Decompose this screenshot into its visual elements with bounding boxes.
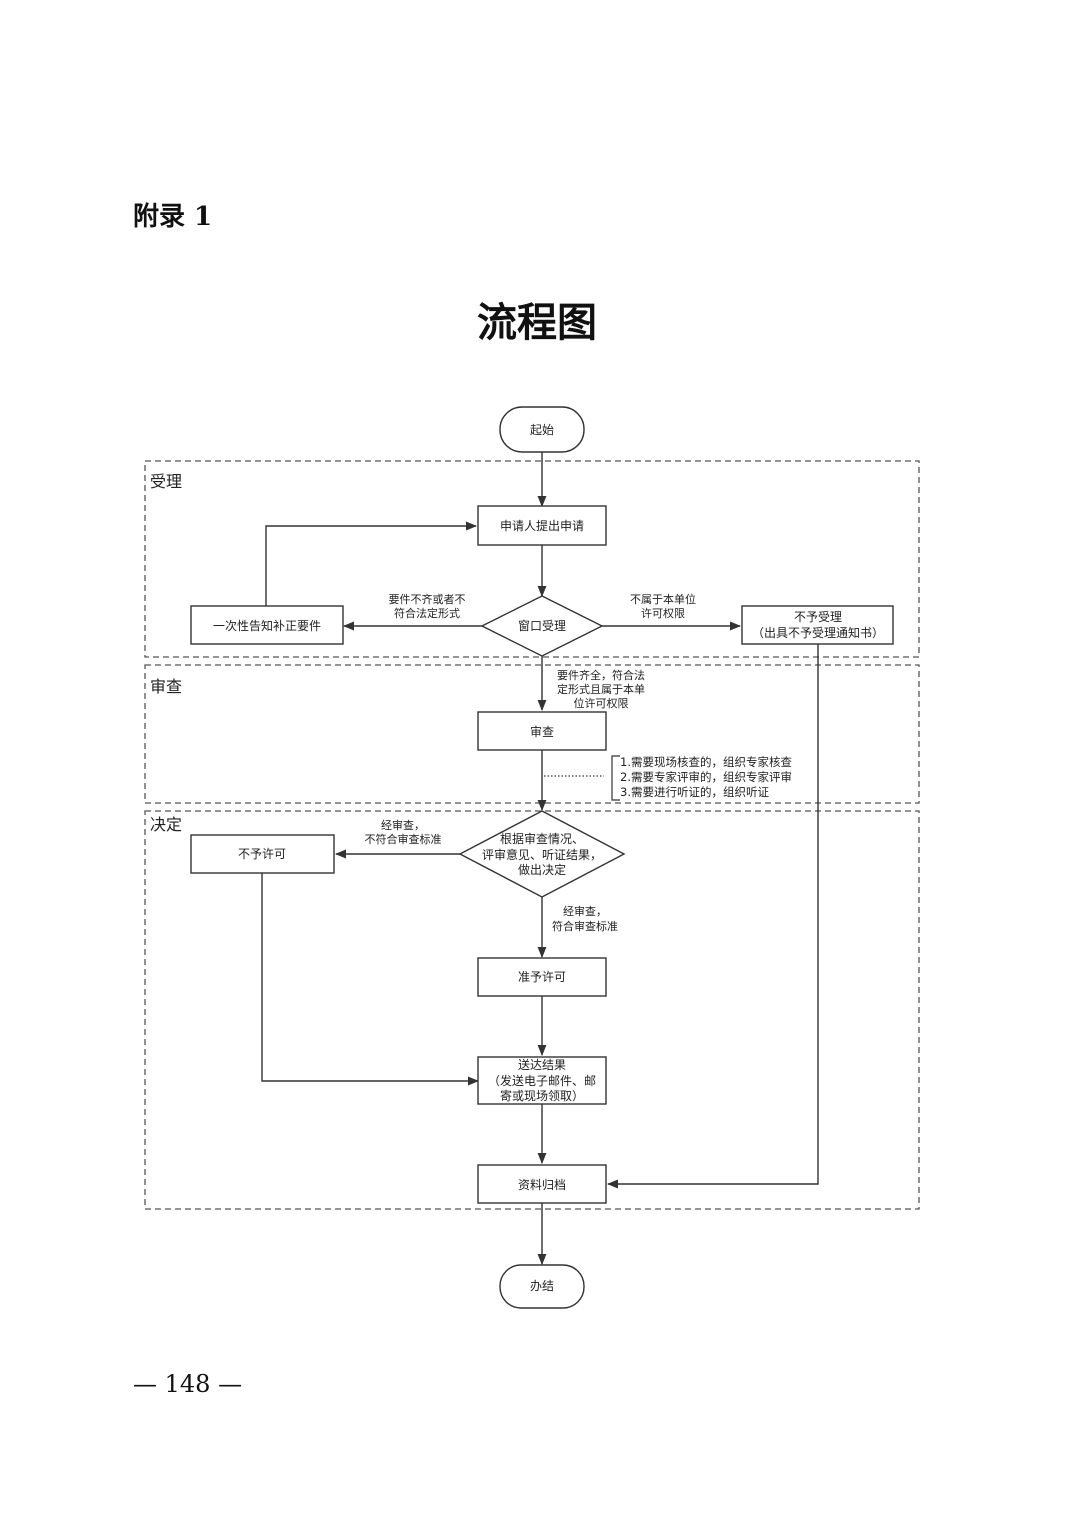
node-end-label: 办结 (530, 1278, 554, 1293)
section-accept-label: 受理 (150, 472, 182, 491)
node-decision-label-3: 做出决定 (518, 862, 566, 877)
appendix-label: 附录 1 (133, 202, 213, 232)
annotation-line-2: 2.需要专家评审的，组织专家评审 (620, 770, 792, 784)
node-archive (477, 1164, 607, 1204)
edge-label-fail-1: 经审查， (381, 818, 425, 832)
section-review-frame (144, 664, 920, 804)
node-deny (190, 834, 335, 874)
node-decision-label-2: 评审意见、听证结果， (482, 847, 602, 862)
node-inform-label: 一次性告知补正要件 (213, 619, 321, 633)
node-grant-label: 准予许可 (518, 970, 566, 984)
node-reject-accept (741, 605, 894, 645)
node-deliver (477, 1056, 607, 1105)
edge-label-fail-2: 不符合审查标准 (365, 832, 442, 846)
edge-label-pass-1: 经审查， (563, 904, 607, 918)
node-end (499, 1264, 585, 1309)
annotation-bracket (611, 755, 620, 801)
edge-label-incomplete-1: 要件不齐或者不 (389, 592, 466, 606)
node-window-label: 窗口受理 (518, 619, 566, 633)
node-reject-accept-label-2: （出具不予受理通知书） (752, 626, 884, 640)
section-review-label: 审查 (150, 677, 182, 696)
node-reject-accept-label-1: 不予受理 (794, 610, 842, 624)
edge-deny-deliver (261, 873, 480, 1086)
node-review (477, 711, 607, 751)
node-review-label: 审查 (530, 724, 554, 739)
annotation-line-3: 3.需要进行听证的，组织听证 (620, 785, 769, 799)
page-number: — 148 — (133, 1370, 243, 1398)
edge-label-outside-2: 许可权限 (641, 607, 685, 620)
edge-label-pass-2: 符合审查标准 (552, 919, 618, 933)
node-grant (477, 957, 607, 997)
node-deliver-label-1: 送达结果 (518, 1057, 566, 1072)
edge-label-incomplete-2: 符合法定形式 (394, 606, 460, 620)
edge-label-complete-2: 定形式且属于本单 (557, 682, 645, 696)
node-decision-label-1: 根据审查情况、 (500, 831, 584, 846)
edge-label-complete-1: 要件齐全，符合法 (557, 668, 645, 682)
edge-reject-archive (606, 644, 819, 1189)
node-window-decision (480, 595, 604, 657)
node-deliver-label-3: 寄或现场领取） (500, 1088, 584, 1103)
page-title: 流程图 (477, 299, 597, 346)
node-apply-label: 申请人提出申请 (500, 518, 584, 533)
node-apply (477, 505, 607, 546)
node-start-label: 起始 (530, 423, 554, 437)
node-inform (190, 605, 344, 645)
node-archive-label: 资料归档 (518, 1178, 566, 1192)
section-accept-frame (144, 460, 920, 658)
edge-inform-apply (265, 521, 478, 606)
node-decision (458, 810, 626, 898)
annotation-line-1: 1.需要现场核查的，组织专家核查 (620, 755, 792, 769)
edge-label-outside-1: 不属于本单位 (630, 592, 696, 606)
node-start (499, 406, 585, 453)
edge-label-complete-3: 位许可权限 (574, 696, 629, 710)
node-deny-label: 不予许可 (238, 847, 286, 861)
section-decide-label: 决定 (150, 815, 182, 834)
section-decide-frame (144, 810, 920, 1210)
node-deliver-label-2: （发送电子邮件、邮 (488, 1073, 596, 1088)
